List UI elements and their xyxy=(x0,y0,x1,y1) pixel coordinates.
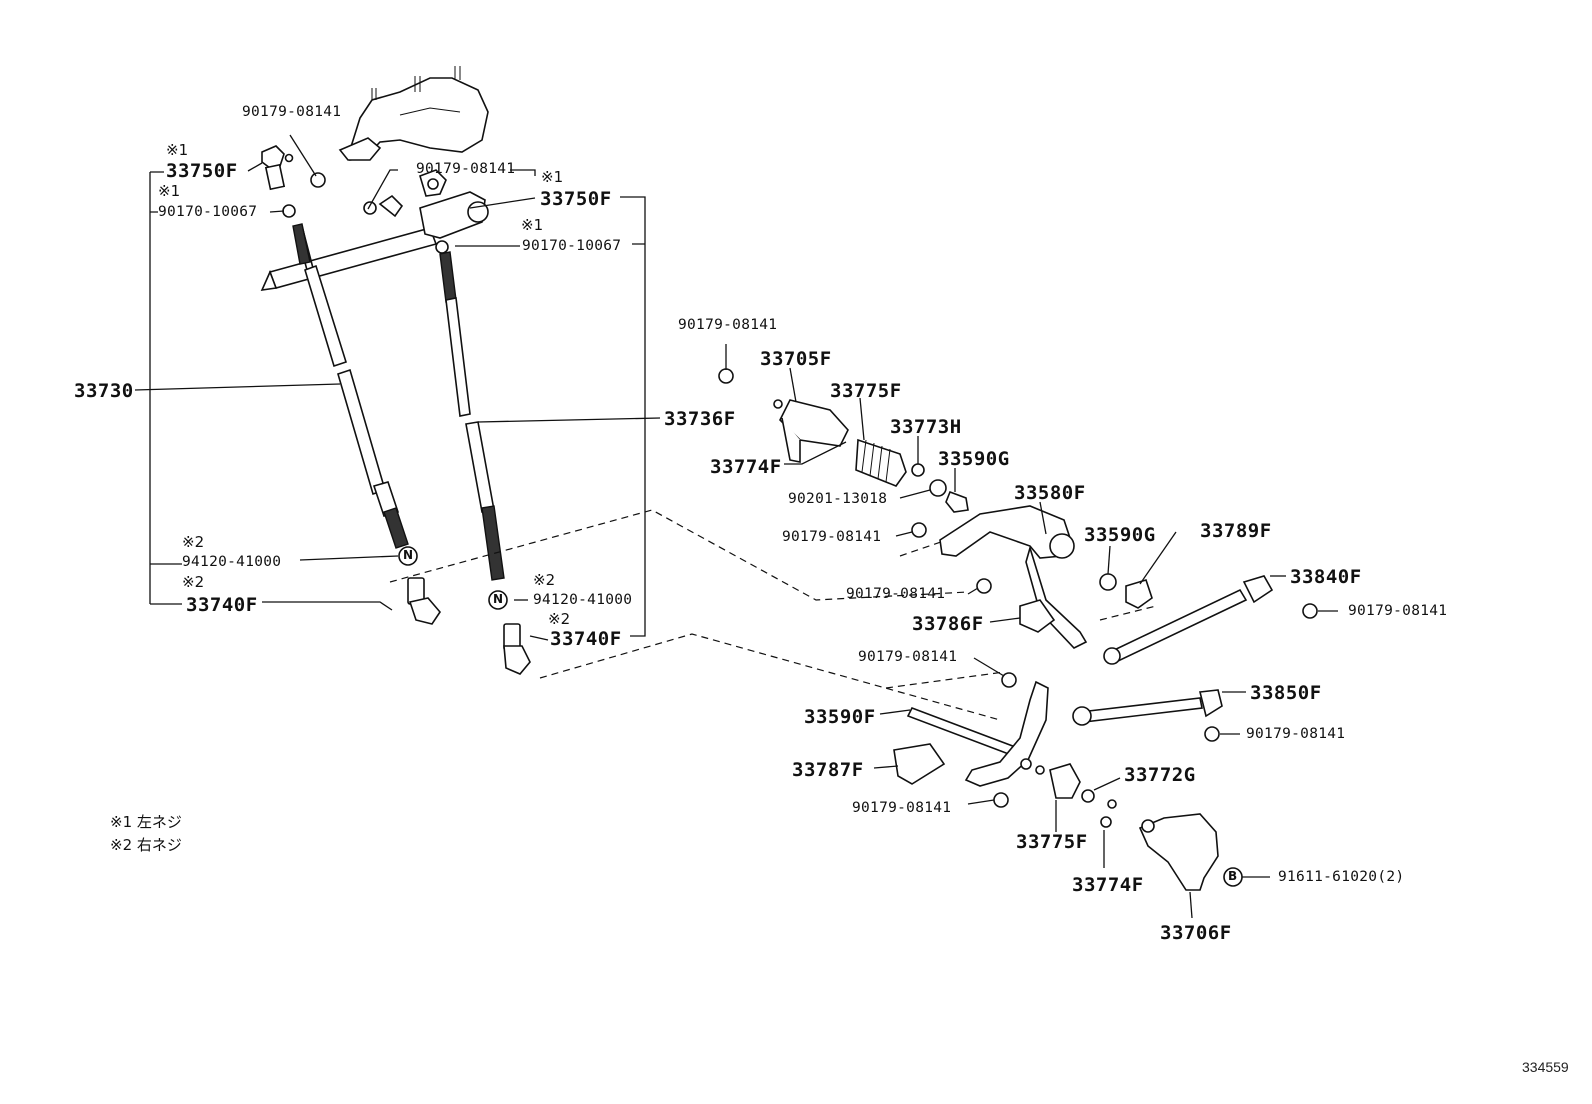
label-33786F: 33786F xyxy=(912,613,984,635)
label-33787F: 33787F xyxy=(792,759,864,781)
collar-33590G xyxy=(945,490,969,513)
label-33772G: 33772G xyxy=(1124,764,1196,786)
label-33840F: 33840F xyxy=(1290,566,1362,588)
note-right-thread: ※2 右ネジ xyxy=(110,836,182,854)
label-33705F: 33705F xyxy=(760,348,832,370)
label-90179-08141-upper: 90179-08141 xyxy=(416,161,516,177)
nut-n-left xyxy=(398,546,418,566)
mark-note2: ※2 xyxy=(548,610,571,628)
label-33789F: 33789F xyxy=(1200,520,1272,542)
leader-lines-right xyxy=(725,344,1338,919)
label-90179-08141: 90179-08141 xyxy=(678,317,778,333)
ball-joint-left-top xyxy=(261,145,294,191)
label-90179-08141: 90179-08141 xyxy=(1348,603,1448,619)
label-33730: 33730 xyxy=(74,380,134,402)
bracket-33786F xyxy=(1019,599,1056,633)
label-90179-08141: 90179-08141 xyxy=(1246,726,1346,742)
note-left-thread: ※1 左ネジ xyxy=(110,813,182,831)
label-33736F: 33736F xyxy=(664,408,736,430)
mark-note2: ※2 xyxy=(182,533,205,551)
label-33775F-top: 33775F xyxy=(830,380,902,402)
label-90179-08141: 90179-08141 xyxy=(782,529,882,545)
label-94120-41000-left: 94120-41000 xyxy=(182,554,282,570)
bushing-33789F xyxy=(1099,573,1153,609)
label-33774F-bottom: 33774F xyxy=(1072,874,1144,896)
label-90179-08141: 90179-08141 xyxy=(852,800,952,816)
label-94120-41000-right: 94120-41000 xyxy=(533,592,633,608)
bolt-b-letter: B xyxy=(1228,869,1238,883)
ball-joint-left-bottom xyxy=(407,577,442,625)
mark-note1: ※1 xyxy=(158,182,181,200)
ball-joint-right-bottom xyxy=(503,623,531,675)
boot-33775F xyxy=(855,438,947,497)
label-90179-08141: 90179-08141 xyxy=(858,649,958,665)
ball-joint-right-top xyxy=(419,169,447,197)
shift-rod-33730 xyxy=(292,223,409,549)
label-33775F-bottom: 33775F xyxy=(1016,831,1088,853)
rod-33850F xyxy=(1072,689,1223,726)
mark-note1: ※1 xyxy=(166,141,189,159)
label-33590G-mid: 33590G xyxy=(1084,524,1156,546)
mark-note1: ※1 xyxy=(521,216,544,234)
nut-n-right xyxy=(488,590,508,610)
label-90201-13018: 90201-13018 xyxy=(788,491,888,507)
label-33750F-right: 33750F xyxy=(540,188,612,210)
label-33706F: 33706F xyxy=(1160,922,1232,944)
label-90170-10067-right: 90170-10067 xyxy=(522,238,622,254)
mark-note2: ※2 xyxy=(182,573,205,591)
label-90179-08141: 90179-08141 xyxy=(846,586,946,602)
nut-icon xyxy=(282,172,449,254)
bracket-33787F xyxy=(893,743,946,785)
label-90170-10067-left: 90170-10067 xyxy=(158,204,258,220)
label-33750F-left: 33750F xyxy=(166,160,238,182)
mark-note2: ※2 xyxy=(533,571,556,589)
label-33580F: 33580F xyxy=(1014,482,1086,504)
label-91611-61020: 91611-61020(2) xyxy=(1278,869,1405,885)
nut-icon xyxy=(718,368,1318,808)
label-33740F-left: 33740F xyxy=(186,594,258,616)
shift-rod-33736F xyxy=(439,251,505,581)
mark-note1: ※1 xyxy=(541,168,564,186)
label-33850F: 33850F xyxy=(1250,682,1322,704)
bracket-33706F xyxy=(1138,813,1219,891)
label-33773H: 33773H xyxy=(890,416,962,438)
lever-33580F xyxy=(939,505,1088,649)
shaft-33590F xyxy=(906,680,1049,787)
bracket-33705F xyxy=(773,399,849,463)
label-33740F-right: 33740F xyxy=(550,628,622,650)
nut-n-right-letter: N xyxy=(493,592,504,606)
bushing-33775F-lower xyxy=(1049,763,1117,828)
label-90179-08141-top: 90179-08141 xyxy=(242,104,342,120)
label-33774F-top: 33774F xyxy=(710,456,782,478)
shift-lever-housing xyxy=(338,66,489,161)
rod-33840F xyxy=(1103,575,1274,665)
leader-lines-left xyxy=(134,134,661,641)
label-33590G-top: 33590G xyxy=(938,448,1010,470)
figure-number: 334559 xyxy=(1522,1059,1569,1075)
nut-n-left-letter: N xyxy=(403,548,414,562)
label-33590F: 33590F xyxy=(804,706,876,728)
